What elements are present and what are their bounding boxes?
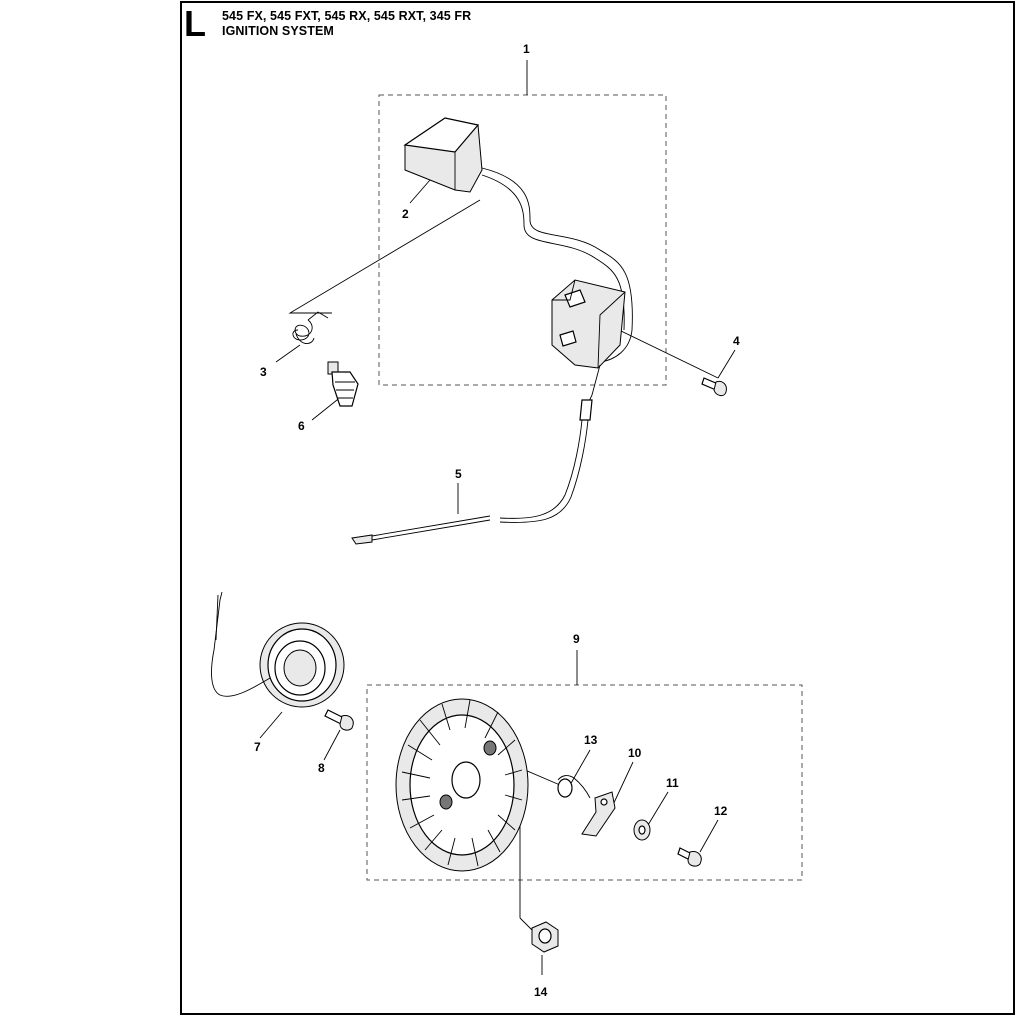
section-letter: L xyxy=(184,3,206,44)
spark-plug-cap xyxy=(403,117,633,363)
callout-14: 14 xyxy=(534,985,548,999)
callout-11: 11 xyxy=(666,776,679,790)
nut-14 xyxy=(531,921,559,953)
spark-plug xyxy=(327,361,359,407)
model-list: 545 FX, 545 FXT, 545 RX, 545 RXT, 345 FR xyxy=(222,9,472,23)
callout-2: 2 xyxy=(402,207,409,221)
ignition-coil xyxy=(211,591,345,708)
ignition-module xyxy=(551,279,626,421)
callout-labels: 1 2 3 4 5 6 7 8 9 10 11 12 13 14 xyxy=(254,42,740,999)
screw-4 xyxy=(701,377,727,397)
callout-7: 7 xyxy=(254,740,261,754)
screw-12 xyxy=(677,847,702,867)
page-border xyxy=(180,1,1015,1015)
short-circuit-cable xyxy=(351,419,589,545)
callout-1: 1 xyxy=(523,42,530,56)
callout-9: 9 xyxy=(573,632,580,646)
callout-13: 13 xyxy=(584,733,598,747)
key-13 xyxy=(557,775,591,799)
callout-6: 6 xyxy=(298,419,305,433)
spring xyxy=(292,311,329,344)
callout-4: 4 xyxy=(733,334,740,348)
callout-12: 12 xyxy=(714,804,728,818)
flywheel xyxy=(395,698,529,872)
washer-11 xyxy=(633,819,651,841)
assembly-box-9 xyxy=(366,684,803,881)
callout-8: 8 xyxy=(318,761,325,775)
page-title: IGNITION SYSTEM xyxy=(222,24,334,38)
assembly-box-1 xyxy=(378,94,667,386)
callout-5: 5 xyxy=(455,467,462,481)
screw-8 xyxy=(324,709,354,731)
pawl-10 xyxy=(581,791,616,837)
callout-3: 3 xyxy=(260,365,267,379)
callout-10: 10 xyxy=(628,746,642,760)
